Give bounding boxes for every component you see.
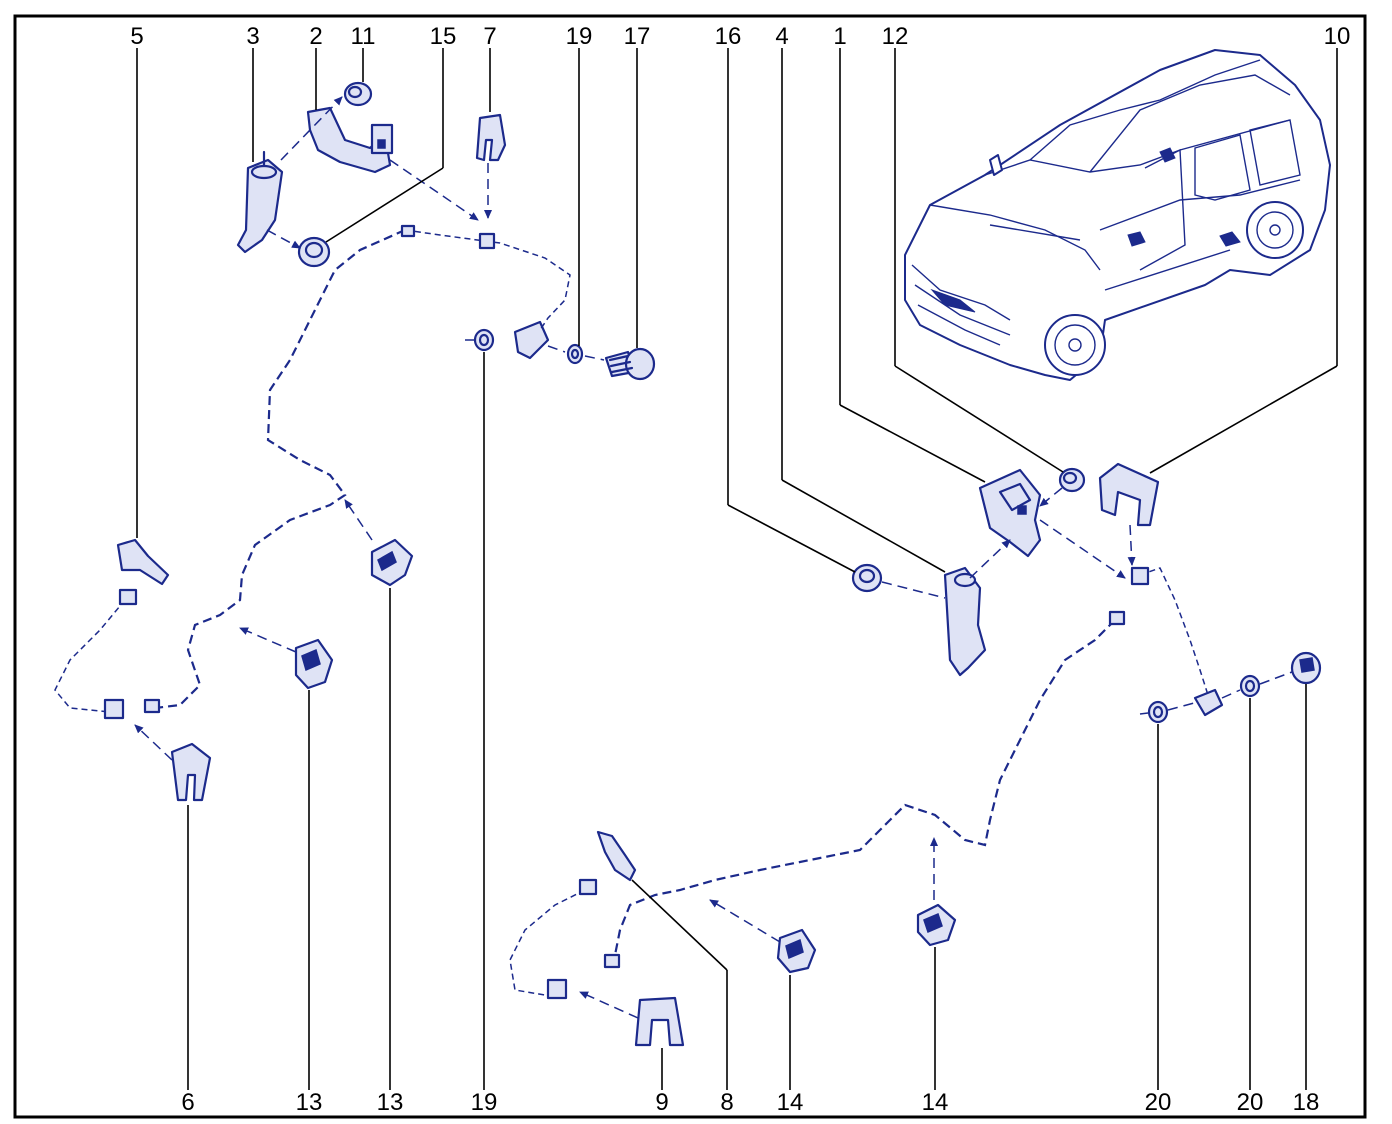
callout-20-left: 20 — [1145, 1089, 1172, 1116]
callout-13-right: 13 — [377, 1089, 404, 1116]
callout-6: 6 — [181, 1089, 194, 1116]
connector-rear-b — [1130, 566, 1150, 586]
clip-part-6 — [170, 742, 212, 802]
clip-part-14a — [776, 928, 817, 974]
callout-9: 9 — [655, 1089, 668, 1116]
wheel-sensor-cable-front — [54, 599, 126, 713]
callout-18: 18 — [1293, 1089, 1320, 1116]
bracket-part-3 — [236, 150, 284, 254]
washer-part-20b — [1239, 674, 1261, 698]
callout-1: 1 — [833, 23, 846, 50]
callout-8: 8 — [720, 1089, 733, 1116]
bolt-part-17 — [604, 347, 656, 381]
rear-sensor-assembly — [509, 462, 1322, 1047]
connector-front-b — [478, 232, 496, 250]
clip-part-7 — [475, 113, 507, 162]
callout-14-right: 14 — [922, 1089, 949, 1116]
grommet-part-15 — [297, 236, 331, 268]
connector-rear-a — [1108, 610, 1126, 626]
leader-lines — [136, 48, 1338, 1090]
callout-16: 16 — [715, 23, 742, 50]
brake-hose-front-upper — [404, 229, 571, 331]
bolt-part-18 — [1290, 651, 1322, 685]
callout-4: 4 — [775, 23, 788, 50]
callout-15: 15 — [430, 23, 457, 50]
wheel-sensor-cable-rear — [509, 889, 586, 996]
connector-front-e — [143, 698, 161, 714]
brake-hose-front — [154, 228, 406, 710]
washer-part-20a — [1147, 700, 1169, 724]
callout-19-top: 19 — [566, 23, 593, 50]
support-part-1 — [978, 468, 1042, 558]
grommet-part-16 — [851, 563, 883, 593]
callout-14-left: 14 — [777, 1089, 804, 1116]
connector-front-c — [118, 588, 138, 606]
connector-front-a — [400, 224, 416, 238]
callout-12: 12 — [882, 23, 909, 50]
support-part-2 — [306, 106, 394, 174]
vehicle-illustration — [904, 49, 1331, 381]
callouts-top: 5 3 2 11 15 7 19 17 16 4 1 12 10 — [130, 23, 1350, 50]
clip-part-9 — [634, 996, 685, 1047]
nut-part-11 — [343, 81, 373, 107]
banjo-fitting-rear — [1193, 688, 1224, 717]
brake-hose-rear — [613, 619, 1116, 956]
washer-part-19a — [473, 328, 495, 352]
clip-part-13b — [294, 638, 334, 690]
connector-front-d — [103, 698, 125, 720]
banjo-fitting-front — [513, 320, 550, 360]
callout-7: 7 — [483, 23, 496, 50]
clip-part-13a — [370, 538, 414, 587]
connector-rear-e — [603, 953, 621, 969]
callout-5: 5 — [130, 23, 143, 50]
nut-part-12 — [1058, 467, 1086, 493]
callout-20-right: 20 — [1237, 1089, 1264, 1116]
callout-3: 3 — [246, 23, 259, 50]
clip-part-10 — [1098, 462, 1160, 527]
connector-rear-d — [546, 978, 568, 1000]
callout-19-bottom: 19 — [471, 1089, 498, 1116]
callout-11: 11 — [351, 23, 376, 50]
callout-13-left: 13 — [296, 1089, 323, 1116]
callout-10: 10 — [1324, 23, 1351, 50]
front-sensor-assembly — [54, 81, 656, 802]
callout-17: 17 — [624, 23, 651, 50]
clip-part-14b — [916, 903, 957, 947]
brake-hose-rear-upper — [1139, 567, 1209, 696]
callout-2: 2 — [309, 23, 322, 50]
connector-rear-c — [578, 878, 598, 896]
bracket-part-5 — [116, 538, 170, 586]
washer-part-19b — [566, 343, 584, 365]
bracket-part-8 — [596, 830, 637, 882]
callouts-bottom: 6 13 13 19 9 8 14 14 20 20 18 — [181, 1089, 1319, 1116]
